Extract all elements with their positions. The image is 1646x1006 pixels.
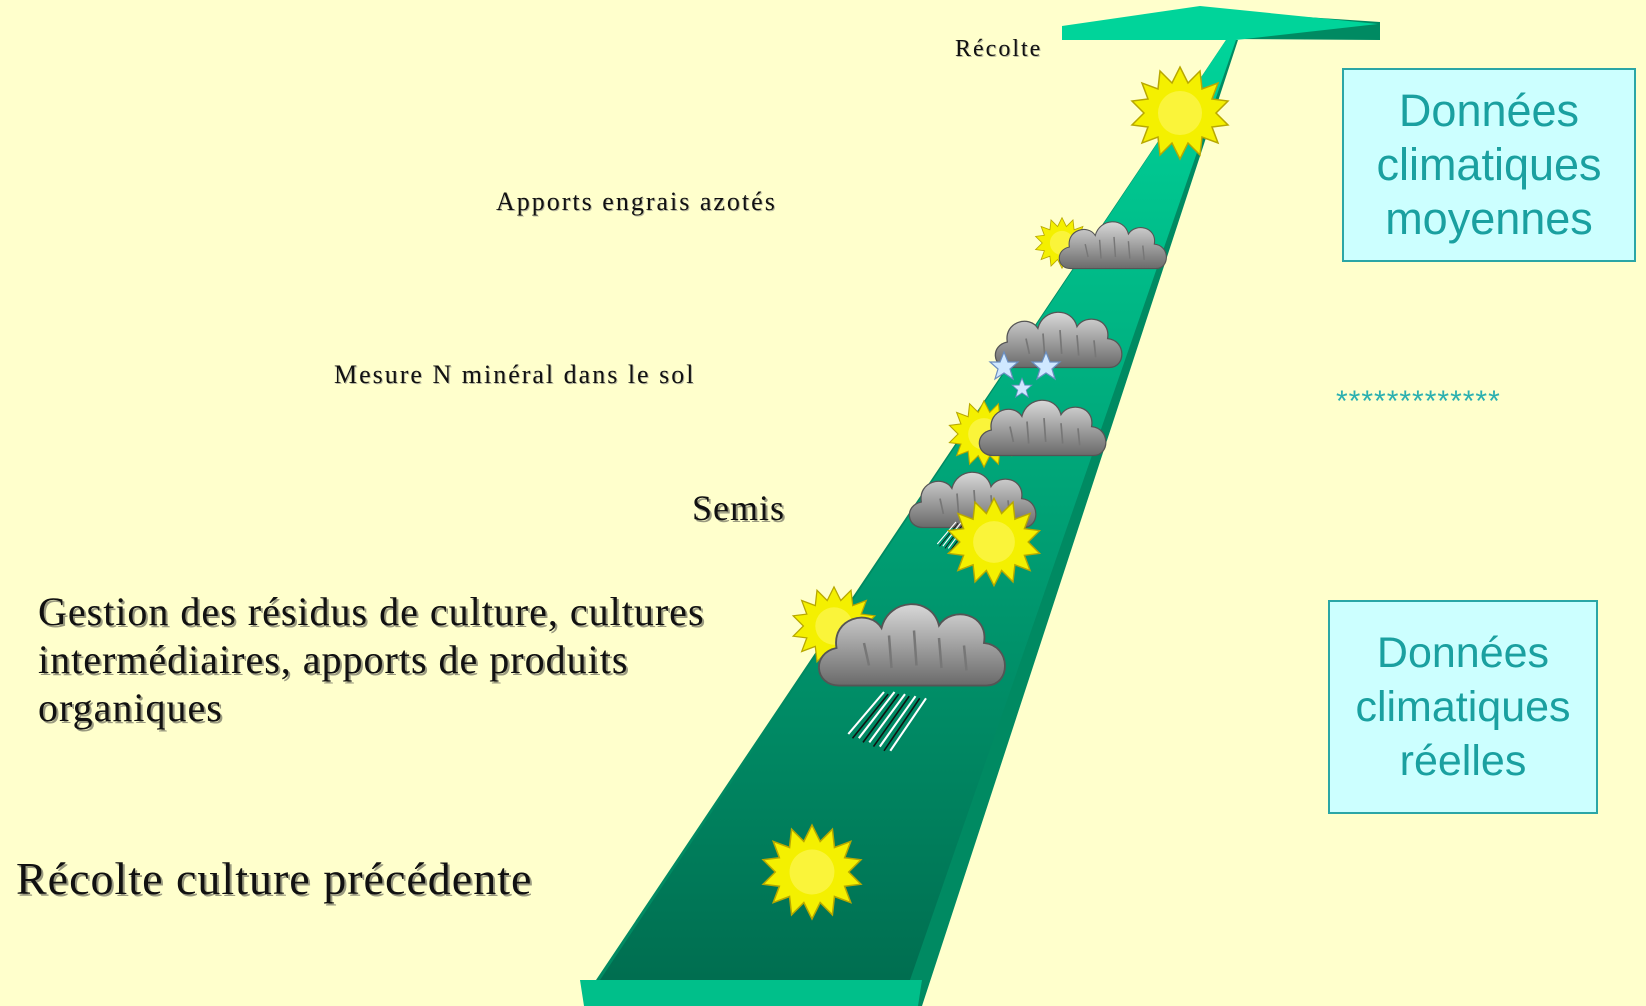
harvest-label: Récolte <box>955 36 1043 62</box>
real-climate-line1: Données <box>1376 629 1550 677</box>
average-climate-line1: Données <box>1398 85 1580 136</box>
sowing-label: Semis <box>692 488 786 528</box>
average-climate-box: Données climatiques moyennes <box>1342 68 1636 262</box>
nitrogen-fertilizer-label: Apports engrais azotés <box>496 187 777 216</box>
average-climate-line3: moyennes <box>1385 193 1593 244</box>
real-climate-line3: réelles <box>1399 737 1527 785</box>
residue-management-label: Gestion des résidus de culture, cultures… <box>38 589 705 730</box>
average-climate-line2: climatiques <box>1376 139 1602 190</box>
soil-measurement-label: Mesure N minéral dans le sol <box>334 360 696 389</box>
previous-harvest-label: Récolte culture précédente <box>16 853 533 904</box>
separator-stars: ************* <box>1336 385 1501 418</box>
real-climate-line2: climatiques <box>1355 683 1571 731</box>
real-climate-box: Données climatiques réelles <box>1328 600 1598 814</box>
